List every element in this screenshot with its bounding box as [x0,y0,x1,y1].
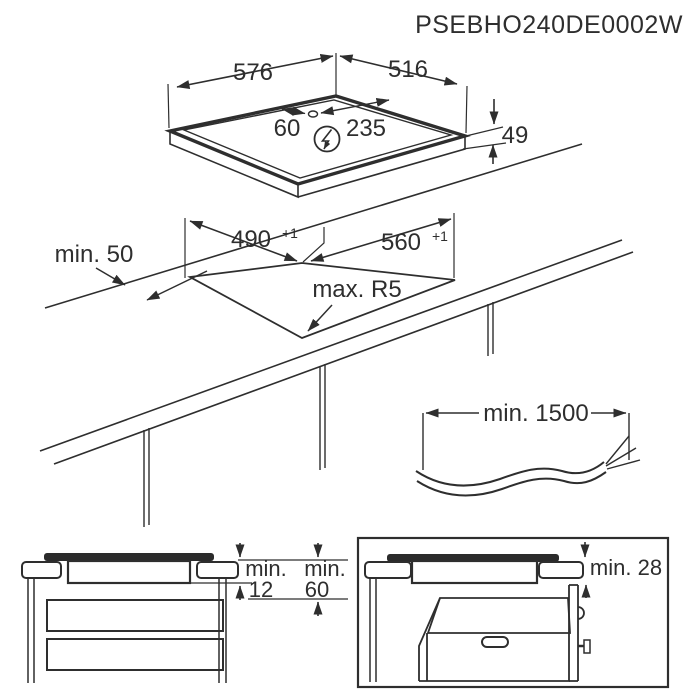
lightning-icon [313,125,341,153]
dim-text-cutout-width: 560 [381,229,421,256]
cabinet-panel-right [487,302,494,356]
cutout-opening [187,262,456,339]
model-number: PSEBHO240DE0002W [415,11,683,39]
hob-body [169,131,466,199]
label-gap2-min: min. [304,556,346,581]
hob-glass-profile [44,553,214,561]
dim-tol-cutout-width: +1 [432,228,448,244]
oven-section-view: min. 28 [356,536,670,689]
worktop-front-edge-bottom [53,251,634,465]
label-max-radius: max. R5 [312,276,401,303]
dim-line-60 [281,106,306,116]
extension-line-49-bottom [462,142,507,150]
dim-text-hob-depth: 516 [388,56,428,83]
dim-text-conn-right: 235 [346,115,386,142]
oven-knob [577,606,585,620]
dim-line-576 [176,54,334,89]
oven-front-left [418,597,570,682]
label-worktop-min-thickness: min. 28 [590,555,662,580]
worktop-block-right-2 [538,561,584,579]
value-gap1: 12 [249,577,273,602]
worktop-block-right [196,561,239,579]
label-cable-length: min. 1500 [483,400,588,427]
drawer-front-top [46,599,224,632]
oven-handle [481,636,509,648]
cabinet-panel-middle [319,364,326,470]
leader-min50-b [146,270,208,301]
oven-screw-head [583,639,591,654]
worktop-block-left [21,561,62,579]
dim-line-490 [189,220,298,262]
hob-body-profile-2 [410,559,539,585]
dim-line-235 [320,97,390,116]
extension-line-516-right [465,85,468,134]
oven-outline [418,584,591,682]
drawer-section-view: min. 12 min. 60 [21,543,348,683]
cable-view: min. 1500 [415,400,641,497]
worktop-block-left-2 [364,561,412,579]
dim-text-hob-height: 49 [502,122,529,149]
dim-tol-cutout-depth: +1 [282,225,298,241]
cabinet-wall-left-2 [369,578,377,682]
hob-isometric-view: 576 516 60 235 49 [164,53,529,199]
value-gap2: 60 [305,577,329,602]
cutout-extension-back [302,227,325,263]
cabinet-panel-left [143,428,150,527]
label-min-side-clearance: min. 50 [55,241,134,268]
leader-max-r5 [307,304,333,332]
leader-min50-a [95,267,126,286]
drawer-front-bottom [46,638,224,671]
section-border-box [356,536,670,689]
connection-point [307,110,319,118]
extension-line-49-top [465,126,504,137]
hob-body-profile [66,559,192,585]
dim-line-516 [339,54,458,86]
extension-line-576-left [167,83,170,129]
cable-wire-ends [605,435,641,470]
worktop-front-edge-top [39,239,623,452]
hob-glass-outer-edge [164,94,471,186]
label-gap1-min: min. [245,556,287,581]
dim-49-group: 49 [462,99,529,164]
dim-text-conn-left: 60 [274,115,301,142]
dim-line-560 [310,218,452,262]
dim-text-hob-width: 576 [233,59,273,86]
oven-top-face [426,597,571,634]
worktop-cutout-view: 490 +1 560 +1 min. 50 max. R5 [39,143,634,527]
dim-text-cutout-depth: 490 [231,226,271,253]
cable-curve-top [415,461,605,487]
cabinet-wall-left [27,578,35,683]
oven-side-panel [568,584,579,682]
cable-curve-bottom [416,471,607,497]
